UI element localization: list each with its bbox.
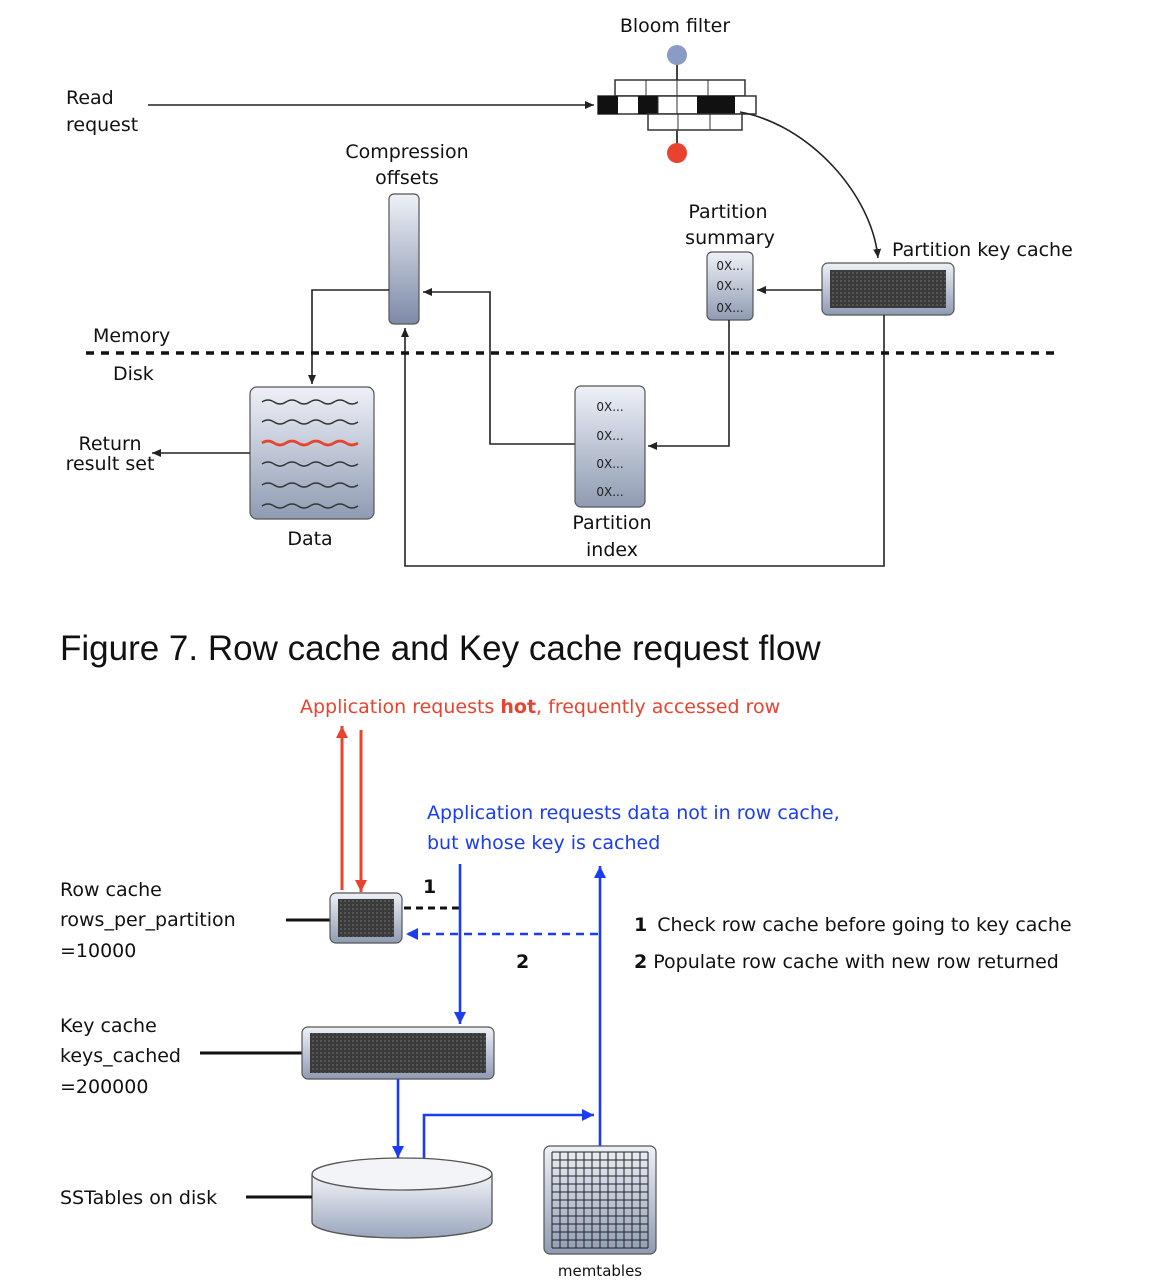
compression-offsets-box [388, 193, 420, 325]
memory-label: Memory [93, 325, 170, 347]
partition-index-label-2: index [586, 539, 638, 561]
data-box [249, 386, 375, 520]
bloom-positive-dot [667, 45, 687, 65]
return-result-label-1: Return [78, 433, 141, 455]
key-cache-label-1: Key cache [60, 1015, 157, 1037]
hot-request-label: Application requests hot, frequently acc… [300, 696, 780, 718]
key-cache-label-3: =200000 [60, 1076, 148, 1098]
summary-entry: 0X... [716, 301, 743, 315]
step2-marker: 2 [516, 951, 529, 973]
blue-request-label-2: but whose key is cached [427, 832, 660, 854]
memtables-label: memtables [558, 1262, 642, 1280]
index-entry: 0X... [596, 457, 623, 471]
row-cache-label-1: Row cache [60, 879, 162, 901]
figure-caption: Figure 7. Row cache and Key cache reques… [60, 629, 821, 668]
partition-index-label-1: Partition [572, 512, 651, 534]
read-request-label-2: request [66, 114, 138, 136]
compression-offsets-label-2: offsets [375, 167, 439, 189]
read-request-label-1: Read [66, 87, 114, 109]
sstables-to-blue-up-arrow [422, 1109, 594, 1162]
partition-key-cache-label: Partition key cache [892, 239, 1073, 261]
summary-to-index-arrow [648, 320, 730, 450]
row-cache-label-2: rows_per_partition [60, 909, 236, 931]
summary-entry: 0X... [716, 279, 743, 293]
index-entry: 0X... [596, 485, 623, 499]
bottom-diagram: Application requests hot, frequently acc… [60, 696, 1072, 1280]
data-rows [261, 399, 359, 509]
compression-offsets-label-1: Compression [345, 141, 468, 163]
bloom-negative-dot [667, 143, 687, 163]
top-diagram: Bloom filter Read request [66, 15, 1073, 567]
offsets-to-data-arrow [308, 289, 389, 384]
memtables-grid [543, 1145, 657, 1255]
key-cache-to-offsets-arrow [401, 315, 885, 567]
row-cache-label-3: =10000 [60, 940, 136, 962]
step1-marker: 1 [423, 876, 436, 898]
sstables-cylinder [311, 1157, 493, 1239]
return-result-label-2: result set [66, 453, 155, 475]
bloom-filter [597, 45, 757, 163]
index-entry: 0X... [596, 400, 623, 414]
summary-entry: 0X... [716, 259, 743, 273]
bloom-filter-label: Bloom filter [620, 15, 730, 37]
index-to-offsets-arrow [423, 288, 575, 445]
blue-request-label-1: Application requests data not in row cac… [427, 802, 840, 824]
disk-label: Disk [113, 363, 154, 385]
data-label: Data [287, 528, 332, 550]
partition-index-box [574, 385, 646, 508]
partition-summary-label-1: Partition [688, 201, 767, 223]
sstables-label: SSTables on disk [60, 1187, 217, 1209]
key-cache-label-2: keys_cached [60, 1045, 181, 1067]
partition-summary-label-2: summary [685, 227, 775, 249]
bloom-to-key-cache-arrow [739, 111, 882, 259]
index-entry: 0X... [596, 429, 623, 443]
partition-summary-box [706, 251, 754, 321]
